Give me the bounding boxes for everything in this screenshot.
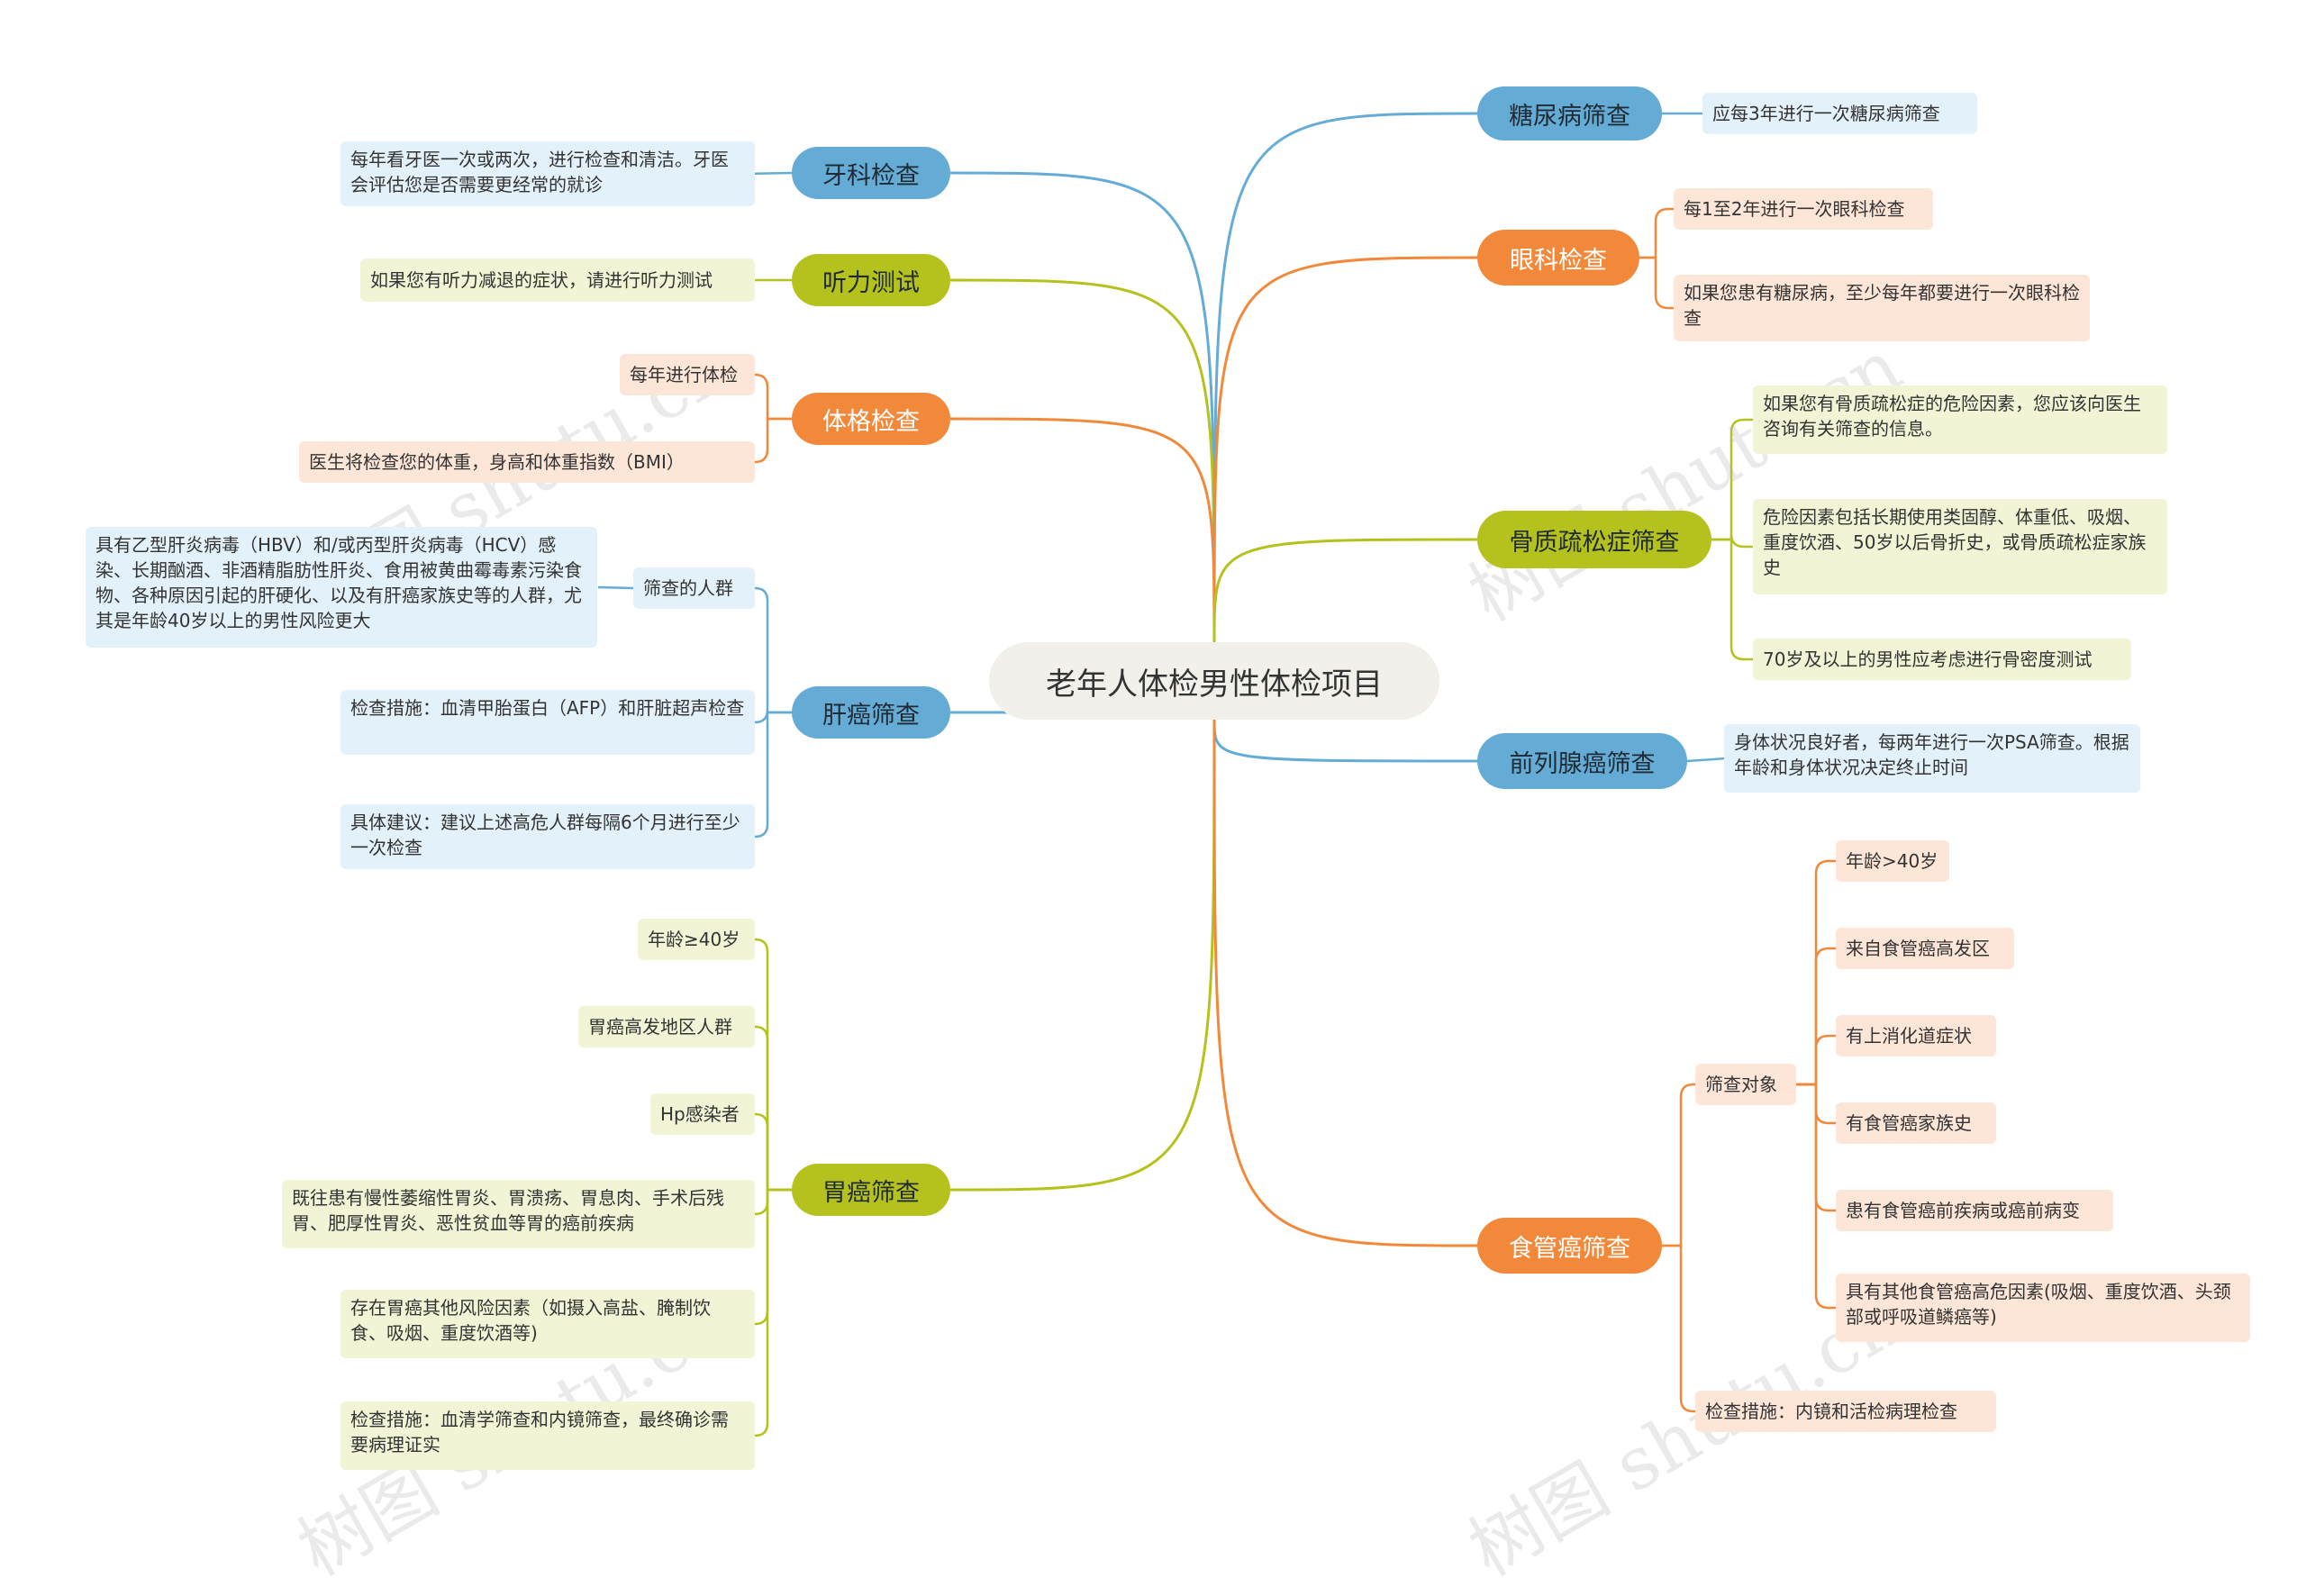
link-esophagus-group-5 [1796, 1083, 1839, 1310]
topic-stomach[interactable]: 胃癌筛查 [792, 1164, 950, 1216]
leaf-esophagus-c0[interactable]: 年龄>40岁 [1836, 840, 1949, 882]
leaf-physical-1[interactable]: 医生将检查您的体重，身高和体重指数（BMI） [299, 441, 755, 483]
link-stomach-5 [744, 1188, 792, 1437]
link-eye-1 [1639, 256, 1679, 310]
link-esophagus-group-0 [1796, 859, 1839, 1086]
link-root-hearing [949, 278, 1216, 643]
link-stomach-0 [744, 938, 792, 1192]
link-eye-0 [1639, 207, 1679, 259]
link-root-eye [1212, 256, 1478, 643]
link-liver-group-0 [597, 585, 634, 590]
leaf-diabetes-0[interactable]: 应每3年进行一次糖尿病筛查 [1702, 93, 1977, 134]
leaf-osteo-2[interactable]: 70岁及以上的男性应考虑进行骨密度测试 [1753, 639, 2131, 680]
leaf-stomach-5[interactable]: 检查措施：血清学筛查和内镜筛查，最终确诊需要病理证实 [340, 1401, 755, 1470]
leaf-dental-0[interactable]: 每年看牙医一次或两次，进行检查和清洁。牙医会评估您是否需要更经常的就诊 [340, 141, 755, 206]
connector-lines [597, 112, 1839, 1437]
link-osteo-1 [1711, 533, 1755, 549]
leaf-liver-2[interactable]: 具体建议：建议上述高危人群每隔6个月进行至少一次检查 [340, 804, 755, 869]
mindmap-canvas: 树图 shutu.cn 树图 shutu.cn 树图 shutu.cn 树图 s… [86, 86, 2250, 1592]
link-liver-2 [744, 711, 792, 839]
link-stomach-2 [744, 1112, 792, 1192]
leaf-stomach-4[interactable]: 存在胃癌其他风险因素（如摄入高盐、腌制饮食、吸烟、重度饮酒等) [340, 1290, 755, 1358]
leaf-esophagus-c3[interactable]: 有食管癌家族史 [1836, 1102, 1996, 1144]
link-stomach-1 [744, 1025, 792, 1192]
link-esophagus-group-2 [1796, 1034, 1839, 1086]
leaf-esophagus-1[interactable]: 检查措施：内镜和活检病理检查 [1695, 1391, 1996, 1432]
link-esophagus-group-3 [1796, 1083, 1839, 1125]
topic-esophagus[interactable]: 食管癌筛查 [1477, 1218, 1662, 1274]
link-root-esophagus [1212, 719, 1478, 1247]
topic-physical[interactable]: 体格检查 [792, 393, 950, 445]
link-root-dental [949, 171, 1216, 643]
leaf-eye-0[interactable]: 每1至2年进行一次眼科检查 [1674, 188, 1933, 230]
link-osteo-2 [1711, 538, 1755, 661]
root-topic[interactable]: 老年人体检男性体检项目 [989, 642, 1439, 720]
link-root-prostate [1212, 719, 1478, 763]
leaf-stomach-2[interactable]: Hp感染者 [650, 1093, 755, 1135]
leaf-liver-1[interactable]: 检查措施：血清甲胎蛋白（AFP）和肝脏超声检查 [340, 690, 755, 755]
topic-liver[interactable]: 肝癌筛查 [792, 686, 950, 739]
link-esophagus-1 [1662, 1244, 1704, 1413]
leaf-esophagus-c4[interactable]: 患有食管癌前疾病或癌前病变 [1836, 1190, 2113, 1231]
link-root-stomach [949, 719, 1216, 1192]
leaf-esophagus-c2[interactable]: 有上消化道症状 [1836, 1015, 1996, 1056]
link-physical-0 [744, 373, 792, 421]
leaf-liver-group[interactable]: 筛查的人群 [633, 567, 755, 609]
leaf-esophagus-group[interactable]: 筛查对象 [1695, 1064, 1796, 1105]
link-root-osteo [1212, 538, 1478, 643]
leaf-stomach-3[interactable]: 既往患有慢性萎缩性胃炎、胃溃疡、胃息肉、手术后残胃、肥厚性胃炎、恶性贫血等胃的癌… [282, 1180, 755, 1248]
leaf-eye-1[interactable]: 如果您患有糖尿病，至少每年都要进行一次眼科检查 [1674, 275, 2090, 341]
link-liver-0 [744, 586, 792, 714]
topic-diabetes[interactable]: 糖尿病筛查 [1477, 86, 1662, 141]
link-esophagus-group-4 [1796, 1083, 1839, 1212]
leaf-osteo-0[interactable]: 如果您有骨质疏松症的危险因素，您应该向医生咨询有关筛查的信息。 [1753, 385, 2167, 454]
link-root-diabetes [1212, 112, 1478, 643]
link-physical-1 [744, 417, 792, 464]
leaf-esophagus-c5[interactable]: 具有其他食管癌高危因素(吸烟、重度饮酒、头颈部或呼吸道鳞癌等) [1836, 1274, 2250, 1342]
link-prostate-0 [1686, 757, 1727, 763]
leaf-osteo-1[interactable]: 危险因素包括长期使用类固醇、体重低、吸烟、重度饮酒、50岁以后骨折史，或骨质疏松… [1753, 499, 2167, 594]
leaf-liver-group-detail[interactable]: 具有乙型肝炎病毒（HBV）和/或丙型肝炎病毒（HCV）感染、长期酗酒、非酒精脂肪… [86, 527, 597, 648]
leaf-prostate-0[interactable]: 身体状况良好者，每两年进行一次PSA筛查。根据年龄和身体状况决定终止时间 [1724, 724, 2140, 793]
topic-prostate[interactable]: 前列腺癌筛查 [1477, 733, 1687, 789]
link-osteo-0 [1711, 418, 1755, 541]
link-esophagus-group-1 [1796, 947, 1839, 1086]
topic-dental[interactable]: 牙科检查 [792, 147, 950, 199]
topic-hearing[interactable]: 听力测试 [792, 254, 950, 306]
link-liver-1 [744, 709, 792, 724]
link-root-physical [949, 417, 1216, 643]
topic-osteoporosis[interactable]: 骨质疏松症筛查 [1477, 511, 1711, 568]
leaf-stomach-0[interactable]: 年龄≥40岁 [638, 919, 755, 960]
leaf-physical-0[interactable]: 每年进行体检 [620, 354, 755, 395]
topic-eye[interactable]: 眼科检查 [1477, 230, 1639, 286]
link-esophagus-0 [1662, 1083, 1704, 1247]
leaf-stomach-1[interactable]: 胃癌高发地区人群 [578, 1006, 755, 1047]
leaf-hearing-0[interactable]: 如果您有听力减退的症状，请进行听力测试 [360, 258, 755, 302]
leaf-esophagus-c1[interactable]: 来自食管癌高发区 [1836, 928, 2014, 969]
